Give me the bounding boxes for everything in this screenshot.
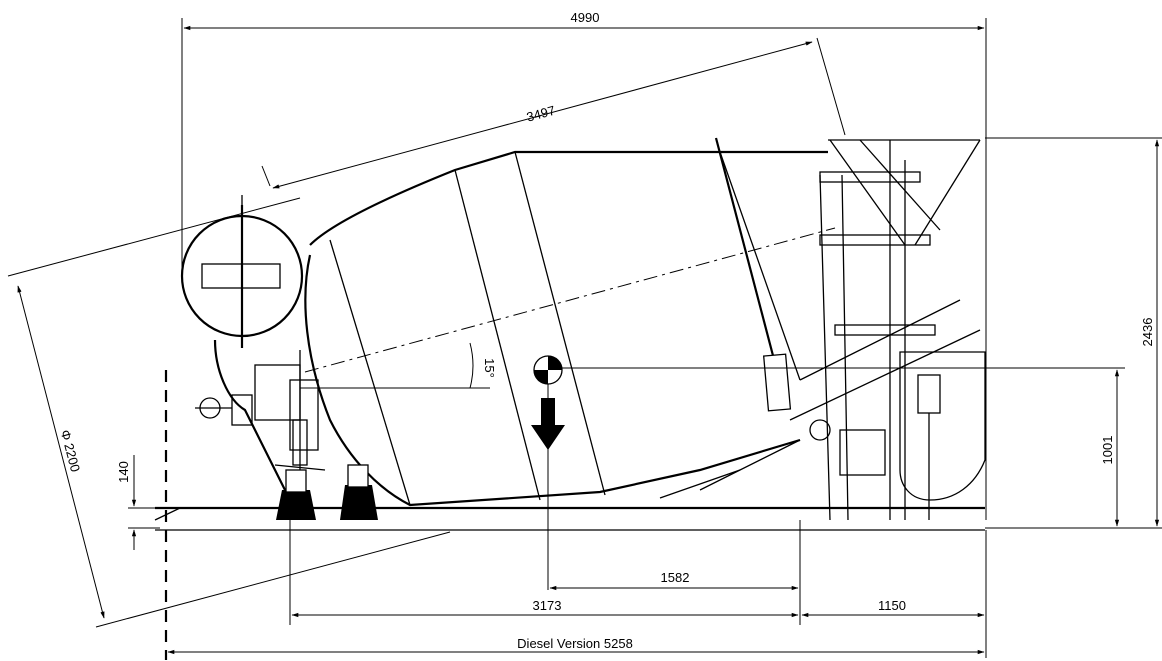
- dimension-drum-length: 3497: [261, 37, 846, 189]
- rear-support-legs: [276, 464, 378, 520]
- drum-ring: [714, 137, 784, 391]
- center-to-rear-label: 1582: [661, 570, 690, 585]
- center-of-gravity-symbol: [531, 355, 565, 590]
- drum-diameter-label: Φ 2200: [58, 428, 84, 473]
- tilt-angle-label: 15°: [482, 358, 497, 378]
- dimension-wheelbase: 3173: [289, 520, 799, 625]
- base-frame: [154, 370, 985, 660]
- front-frame: [659, 139, 986, 521]
- drive-gearbox: [195, 339, 326, 520]
- overall-length-label: Diesel Version 5258: [517, 636, 633, 651]
- dimension-total-height: 2436: [985, 137, 1162, 529]
- mixer-drum: [304, 137, 828, 507]
- tilt-angle-annotation: 15°: [469, 342, 497, 389]
- drum-axis-line: [304, 227, 836, 373]
- front-overhang-label: 1150: [878, 598, 906, 613]
- total-height-label: 2436: [1140, 318, 1155, 347]
- dimension-drum-diameter: Φ 2200: [7, 197, 451, 628]
- dimension-center-to-rear: 1582: [549, 520, 801, 625]
- water-tank: [180, 195, 304, 348]
- center-height-label: 1001: [1100, 436, 1115, 465]
- dimension-overall-width: 4990: [181, 10, 987, 520]
- dimension-overall-length: Diesel Version 5258: [167, 530, 987, 658]
- drum-roller: [762, 353, 792, 412]
- dimension-front-overhang: 1150: [801, 598, 985, 618]
- ground-clearance-label: 140: [116, 461, 131, 483]
- overall-width-label: 4990: [571, 10, 600, 25]
- dimension-ground-clearance: 140: [116, 455, 160, 550]
- drum-length-label: 3497: [525, 103, 557, 125]
- dimension-center-height: 1001: [562, 367, 1125, 527]
- wheelbase-label: 3173: [533, 598, 562, 613]
